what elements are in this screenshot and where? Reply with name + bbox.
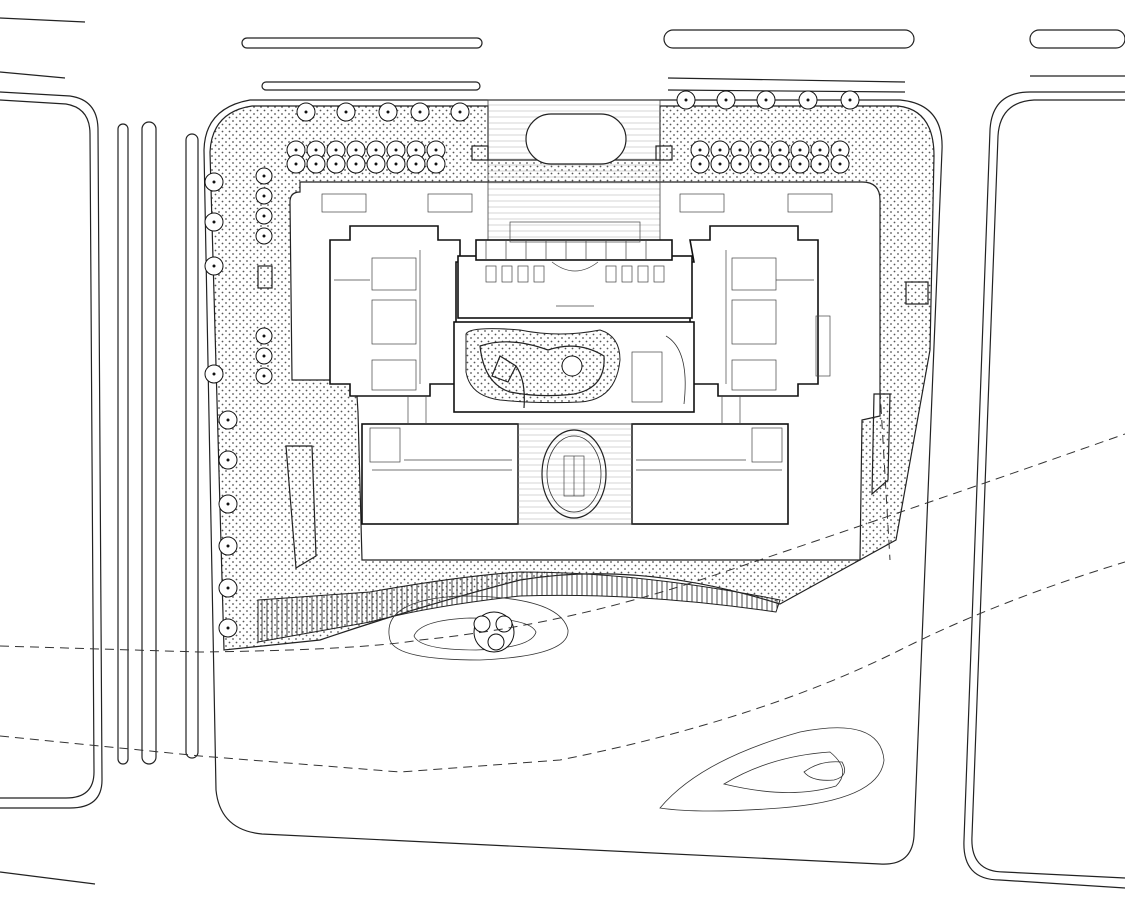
tree-trunk-mark: [226, 502, 230, 506]
tree-trunk-mark: [718, 162, 722, 166]
tree-trunk-mark: [818, 148, 822, 152]
central-courtyard-garden: [465, 328, 686, 409]
tree-trunk-mark: [818, 162, 822, 166]
tree-trunk-mark: [226, 458, 230, 462]
tree-trunk-mark: [418, 110, 422, 114]
tree-trunk-mark: [698, 162, 702, 166]
tree-trunk-mark: [374, 148, 378, 152]
tree-trunk-mark: [226, 586, 230, 590]
tree-trunk-mark: [386, 110, 390, 114]
tree-trunk-mark: [758, 148, 762, 152]
tree-trunk-mark: [314, 148, 318, 152]
tree-trunk-mark: [294, 162, 298, 166]
tree-trunk-mark: [212, 264, 216, 268]
tree-trunk-mark: [698, 148, 702, 152]
tree-trunk-mark: [724, 98, 728, 102]
tree-trunk-mark: [806, 98, 810, 102]
tree-trunk-mark: [354, 148, 358, 152]
tree-trunk-mark: [414, 148, 418, 152]
tree-trunk-mark: [304, 110, 308, 114]
tree-trunk-mark: [838, 148, 842, 152]
tree-trunk-mark: [262, 334, 266, 338]
tree-trunk-mark: [684, 98, 688, 102]
tree-trunk-mark: [226, 544, 230, 548]
tree-trunk-mark: [778, 162, 782, 166]
tree-trunk-mark: [798, 148, 802, 152]
parking-bays: [321, 193, 833, 213]
west-gate: [257, 265, 273, 289]
east-driveway-island: [871, 393, 891, 496]
north-gate-left: [471, 145, 489, 161]
oval-atrium: [541, 429, 607, 519]
tree-trunk-mark: [434, 148, 438, 152]
tree-trunk-mark: [738, 148, 742, 152]
tree-trunk-mark: [394, 162, 398, 166]
tree-trunk-mark: [212, 372, 216, 376]
tree-trunk-mark: [758, 162, 762, 166]
tree-trunk-mark: [212, 180, 216, 184]
tree-trunk-mark: [262, 214, 266, 218]
north-entry-kiosk: [525, 113, 627, 165]
tree-trunk-mark: [738, 162, 742, 166]
tree-trunk-mark: [434, 162, 438, 166]
west-driveway-island: [285, 445, 317, 570]
contour-mound: [659, 727, 885, 812]
tree-trunk-mark: [262, 194, 266, 198]
tree-trunk-mark: [798, 162, 802, 166]
underground-boundary-lines: [0, 389, 1125, 773]
site-boundary: [203, 99, 943, 865]
tree-trunk-mark: [212, 220, 216, 224]
tree-trunk-mark: [294, 148, 298, 152]
south-hatched-band: [257, 571, 781, 643]
tree-trunk-mark: [354, 162, 358, 166]
tree-cluster: [473, 611, 515, 653]
road-network: [0, 17, 1125, 889]
tree-trunk-mark: [262, 174, 266, 178]
tree-trunk-mark: [226, 418, 230, 422]
tree-trunk-mark: [414, 162, 418, 166]
tree-trunk-mark: [262, 374, 266, 378]
tree-trunk-mark: [778, 148, 782, 152]
tree-trunk-mark: [314, 162, 318, 166]
east-gate: [905, 281, 929, 305]
tree-trunk-mark: [334, 148, 338, 152]
street-trees: [204, 90, 860, 638]
tree-trunk-mark: [334, 162, 338, 166]
tree-trunk-mark: [718, 148, 722, 152]
tree-trunk-mark: [394, 148, 398, 152]
tree-trunk-mark: [226, 626, 230, 630]
tree-trunk-mark: [838, 162, 842, 166]
tree-trunk-mark: [848, 98, 852, 102]
tree-trunk-mark: [262, 354, 266, 358]
tree-trunk-mark: [262, 234, 266, 238]
tree-trunk-mark: [374, 162, 378, 166]
tree-trunk-mark: [344, 110, 348, 114]
north-gate-right: [655, 145, 673, 161]
tree-trunk-mark: [458, 110, 462, 114]
southern-lawn: [388, 595, 569, 661]
tree-trunk-mark: [764, 98, 768, 102]
